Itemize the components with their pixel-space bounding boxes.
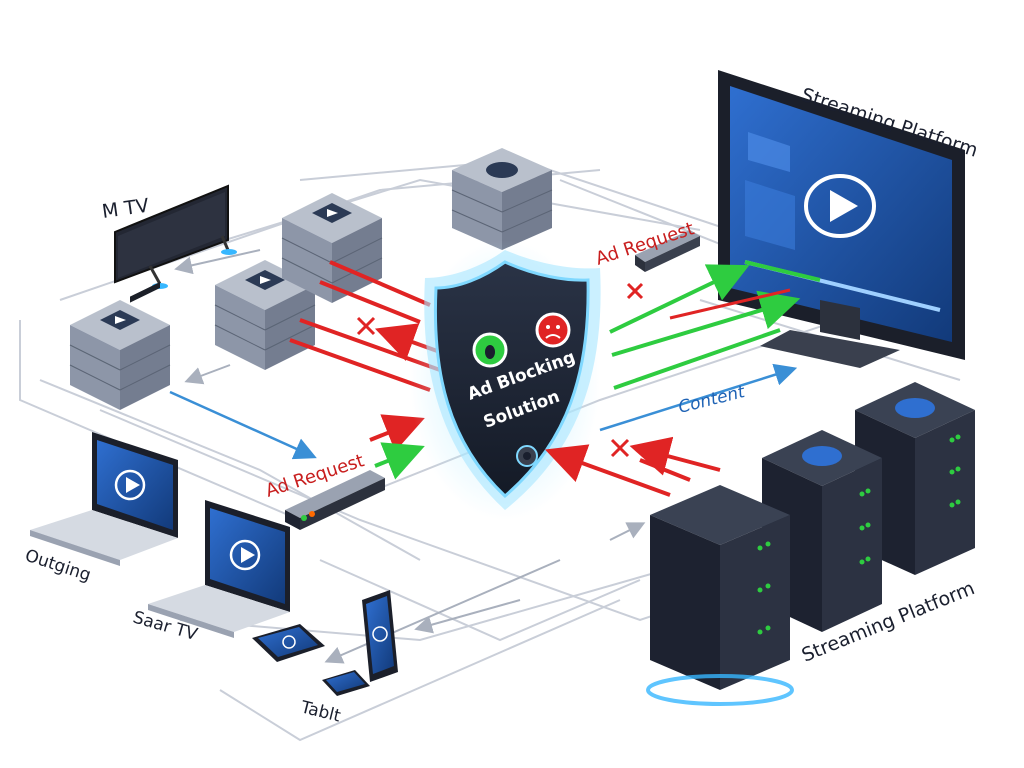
server-dark-mid	[762, 430, 882, 632]
content-arrows	[169, 363, 798, 460]
dark-server-cluster	[646, 382, 975, 706]
router-top	[635, 230, 700, 272]
server-dark-front	[646, 485, 794, 706]
server-upper	[281, 193, 383, 303]
streaming-monitor	[718, 70, 965, 368]
lock-icon	[516, 445, 538, 467]
allowed-arrows-right	[609, 264, 801, 390]
tablet-label: Tablt	[298, 697, 343, 726]
router-left	[285, 470, 385, 530]
bug-check-icon	[472, 332, 508, 368]
x-mark-icon	[626, 282, 644, 300]
laptop-smart-tv	[148, 500, 290, 638]
server-top	[451, 148, 553, 250]
network-lines	[19, 158, 961, 742]
ad-request-arrows-left	[369, 414, 425, 480]
tv-device	[114, 184, 237, 289]
ad-block-icon	[535, 312, 571, 348]
tv-label: M TV	[101, 195, 151, 223]
server-left	[69, 281, 171, 410]
x-mark-icon	[356, 316, 376, 336]
smartphone	[362, 590, 398, 682]
red-line-right	[669, 288, 791, 320]
phone-small	[322, 670, 370, 696]
blocked-arrows-right	[544, 436, 721, 497]
content-label: Content	[676, 382, 748, 418]
server-status-lights	[757, 434, 961, 635]
tablet-device	[252, 624, 325, 662]
server-mid	[214, 260, 316, 370]
laptop-outgoing	[30, 432, 178, 566]
x-mark-icon	[610, 438, 630, 458]
